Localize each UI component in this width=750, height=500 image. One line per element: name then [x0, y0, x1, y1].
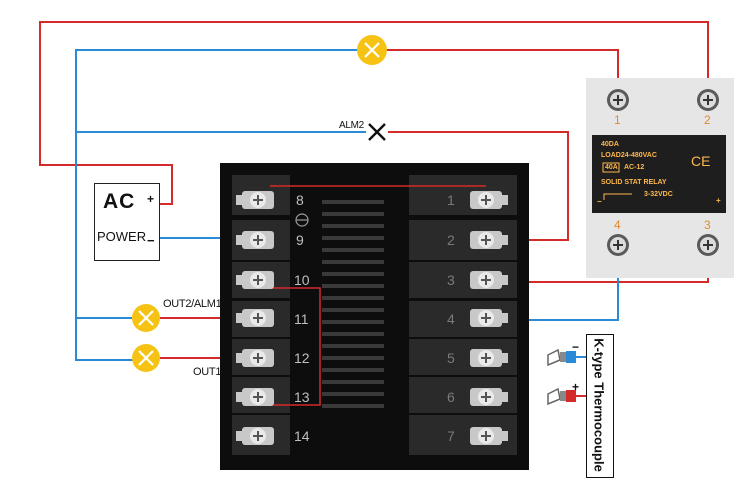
- relay-label-plate: [592, 135, 726, 213]
- terminal-number-8: 8: [296, 192, 304, 208]
- terminal-number-1: 1: [447, 192, 455, 208]
- thermocouple-connector-minus: [547, 348, 576, 367]
- terminal-number-4: 4: [447, 311, 455, 327]
- relay-load-line: LOAD24-480VAC: [601, 152, 657, 159]
- relay-dc-minus: −: [597, 197, 602, 206]
- thermocouple-connector-plus: [547, 387, 576, 406]
- wire-alm2-red: [388, 131, 569, 241]
- internal-jumper-10-13: [270, 287, 321, 406]
- ce-mark: CE: [691, 153, 711, 169]
- thermocouple-plus-sign: +: [572, 380, 580, 394]
- ac-power-title: AC: [103, 190, 136, 213]
- wire-blue-term4-relay4: [512, 258, 619, 321]
- terminal-number-13: 13: [294, 389, 310, 405]
- relay-type-line: SOLID STAT RELAY: [601, 179, 667, 186]
- thermocouple-label-box: [586, 334, 614, 478]
- terminal-number-3: 3: [447, 272, 455, 288]
- relay-rating-line: 40DA: [601, 141, 619, 148]
- wire-red-ac-to-lamp: [39, 21, 709, 205]
- terminal-number-7: 7: [447, 428, 455, 444]
- wire-red-lamp-to-relay1: [372, 49, 619, 100]
- thermocouple-minus-sign: −: [572, 340, 580, 354]
- relay-terminal-4: 4: [614, 218, 621, 232]
- left-screws: [236, 191, 274, 445]
- relay-dc-range: 3-32VDC: [644, 191, 673, 198]
- terminal-number-6: 6: [447, 389, 455, 405]
- terminal-number-10: 10: [294, 272, 310, 288]
- terminal-number-2: 2: [447, 232, 455, 248]
- lamp-icon-out1: [132, 344, 160, 372]
- relay-terminal-3: 3: [704, 218, 711, 232]
- relay-screws: [607, 89, 719, 256]
- ac-power-box: [94, 183, 160, 261]
- terminal-number-5: 5: [447, 350, 455, 366]
- relay-badge: 40A: [605, 164, 618, 171]
- relay-badge-box: [602, 162, 620, 173]
- relay-model: AC-12: [624, 164, 645, 171]
- relay-dc-bracket: [603, 193, 632, 200]
- out1-label: OUT1: [193, 366, 222, 378]
- ac-plus-sign: +: [147, 192, 155, 206]
- relay-dc-plus: +: [716, 196, 721, 205]
- relay-terminal-1: 1: [614, 113, 621, 127]
- terminal-number-11: 11: [294, 311, 309, 327]
- out2-alm1-label: OUT2/ALM1: [163, 298, 222, 310]
- wire-blue-top-loop: [75, 49, 372, 361]
- vent-slots: [322, 200, 384, 408]
- thermocouple-label: K-type Thermocouple: [591, 338, 607, 472]
- lamp-icon-out2: [132, 304, 160, 332]
- ac-power-subtitle: POWER: [97, 229, 147, 244]
- relay-terminal-2: 2: [704, 113, 711, 127]
- terminal-number-14: 14: [294, 428, 310, 444]
- terminal-number-12: 12: [294, 350, 310, 366]
- right-screws: [470, 191, 508, 445]
- ac-minus-sign: −: [147, 233, 155, 248]
- terminal-number-9: 9: [296, 232, 304, 248]
- lamp-icon-top: [357, 35, 387, 65]
- alm2-label: ALM2: [339, 120, 364, 131]
- alm2-x-icon: [368, 123, 386, 141]
